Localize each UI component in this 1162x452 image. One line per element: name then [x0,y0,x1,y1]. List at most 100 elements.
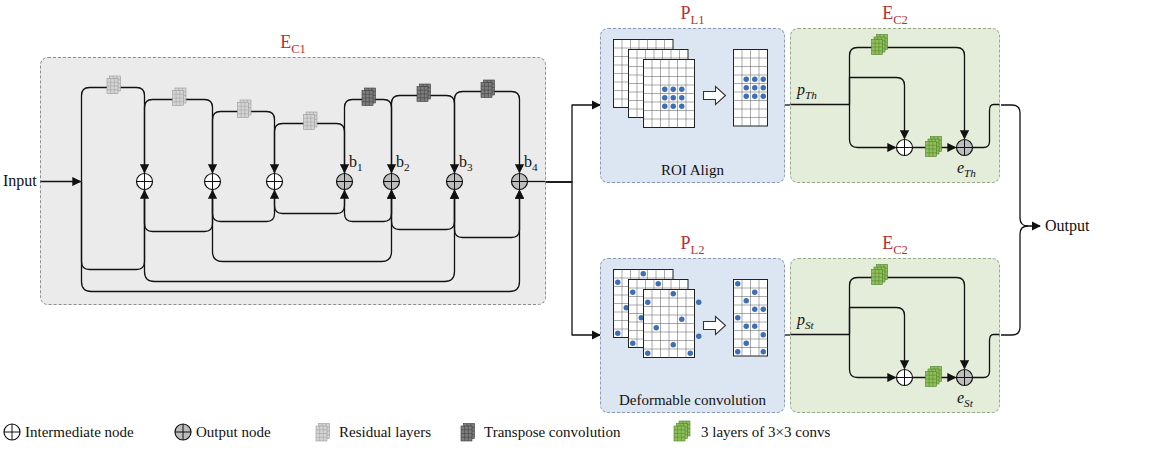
grid-line [734,305,768,306]
sample-dot [735,315,740,320]
sample-dot [671,104,676,109]
icon-layer [674,426,685,441]
grid-line [629,58,689,59]
feature-map-frame [644,60,695,128]
sample-dot [761,85,766,90]
sample-dot [761,94,766,99]
node-label: eSt [957,388,973,413]
node-circle [267,174,283,190]
grid-line [734,330,768,331]
sample-dot [662,95,667,100]
icon-grid [417,97,428,98]
icon-layer [316,426,327,441]
icon-grid [674,429,685,430]
grid-line [734,66,768,67]
node-circle [957,370,973,386]
icon-grid [461,429,472,430]
sample-dot [761,307,766,312]
node-circle [512,174,528,190]
grid-line [644,298,695,299]
panel-illustration [601,259,786,414]
grid-line [644,323,695,324]
main-line [791,104,850,105]
grid-line [644,349,695,350]
cell-path [213,112,275,174]
sample-dot [679,87,684,92]
plus-stroke [964,140,965,156]
icon-grid [461,437,472,438]
symbol-subscript: 4 [532,161,538,173]
sample-dot [761,77,766,82]
icon-layer [481,83,492,98]
node-label: b2 [396,152,410,177]
cell-path [275,190,345,214]
symbol-base: P [680,3,690,23]
feature-map-frame [644,290,695,358]
icon-grid [304,122,315,123]
icon-grid [362,98,373,99]
panel-title: EC1 [41,32,545,59]
sample-dot [752,85,757,90]
panel-illustration [791,259,1001,414]
input-arrow [41,181,81,182]
symbol-base: E [280,32,291,52]
node-circle [897,140,913,156]
panel-title: EC2 [791,233,999,260]
transpose-conv-icon [362,88,376,106]
grid-line [614,48,674,49]
symbol-base: E [882,233,893,253]
illustration-group [614,270,768,358]
icon-layer [417,87,428,102]
plus-stroke [274,174,275,190]
sample-dot [641,271,646,276]
icon-grid [304,118,315,119]
residual-layers-icon [316,424,330,442]
plus-stroke [344,174,345,190]
illustration-group [41,76,546,292]
illustration-group [614,40,768,128]
cell-path [145,190,213,232]
symbol-base: b [349,153,357,170]
grid-line [644,332,695,333]
legend-text: Intermediate node [25,423,134,441]
legend-symbols [4,421,690,441]
grid-line [759,280,760,357]
grid-line [614,278,674,279]
sample-dot [752,94,757,99]
grid-line [734,288,768,289]
sample-dot [671,342,676,347]
plus-stroke [519,174,520,190]
main-line [791,334,850,335]
icon-grid [238,113,249,114]
sample-dot [630,341,635,346]
grid-line [644,93,695,94]
grid-line [734,75,768,76]
grid-line [644,340,695,341]
node-label: b3 [459,152,473,177]
transpose-conv-icon [417,84,431,102]
sample-dot [752,324,757,329]
icon-grid [417,94,428,95]
sample-dot [615,331,620,336]
icon-grid [674,437,685,438]
icon-grid [107,82,118,83]
icon-grid [173,98,184,99]
icon-grid [316,429,327,430]
symbol-base: E [882,3,893,23]
grid-line [750,280,751,357]
grid-line [750,50,751,127]
sample-dot [752,290,757,295]
icon-layer [304,115,315,130]
sample-dot [744,298,749,303]
feature-map [734,50,768,127]
sample-dot [671,95,676,100]
cell-path [275,124,345,174]
residual-layers-icon [304,112,318,130]
grid-line [644,315,695,316]
icon-layer [173,91,184,106]
plus-stroke [183,424,184,440]
icon-grid [926,152,937,153]
icon-grid [417,90,428,91]
grid-line [734,322,768,323]
io-label: Input [3,171,37,191]
